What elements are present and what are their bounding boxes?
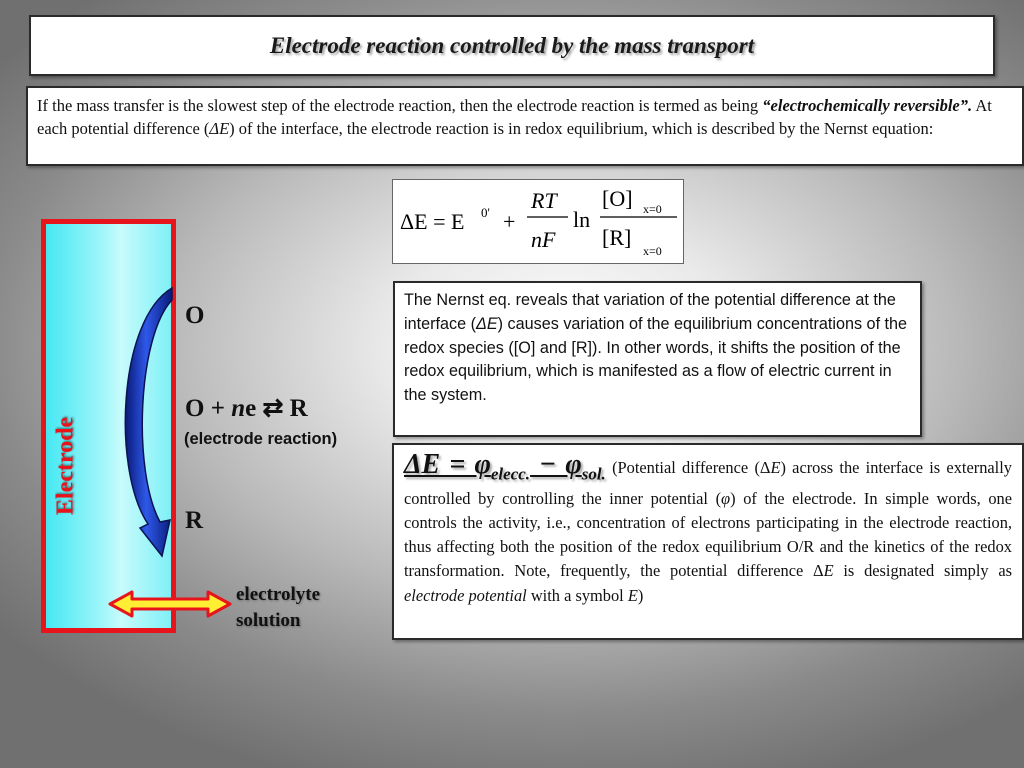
electrolyte-line-1: electrolyte [236,584,321,605]
intro-text-3: ) of the interface, the electrode reacti… [229,119,934,138]
reaction-caption: (electrode reaction) [184,430,338,448]
curved-arrow-icon [124,286,173,558]
phi-text-4: is designated simply as [833,561,1012,581]
phi-text-3: ) of the electrode. In simple words, one… [404,488,1012,581]
eq-conc-bottom: [R] [602,225,631,250]
title-box: Electrode reaction controlled by the mas… [29,15,995,76]
phi-symbol: φ [721,488,731,508]
nernst-delta-e: ΔE [475,314,498,333]
eq-superscript: 0' [481,205,490,220]
species-r-label: R [185,507,204,534]
nernst-explanation-box: The Nernst eq. reveals that variation of… [393,281,922,437]
phi-text-1: (Potential difference (Δ [605,458,771,477]
nernst-equation-box: ΔE = E 0' + RT nF ln [O] x=0 [R] x=0 [392,179,684,264]
electrolyte-label: electrolyte solution [236,582,356,634]
phi-text-6: ) [637,585,644,605]
phi-eq-minus: − φ [530,449,582,480]
nernst-text-2: ) causes variation of the equilibrium co… [404,314,908,405]
phi-e-1: E [770,458,781,477]
nernst-equation: ΔE = E 0' + RT nF ln [O] x=0 [R] x=0 [400,186,677,258]
phi-eq-lhs: ΔE = φ [404,449,491,480]
reaction-o: O + [185,395,232,422]
eq-lhs: ΔE = E [400,209,464,234]
phi-text-5: with a symbol [526,585,628,605]
reaction-rest: e ⇄ R [245,395,308,422]
eq-sub-top: x=0 [643,202,662,216]
intro-text-1: If the mass transfer is the slowest step… [37,96,763,115]
intro-text-box: If the mass transfer is the slowest step… [26,86,1024,166]
eq-denominator: nF [531,227,556,252]
phi-eq-sub1: elecc. [490,464,531,484]
phi-e-3: E [627,585,638,605]
eq-conc-top: [O] [602,186,633,211]
intro-delta-e: ΔE [209,119,230,138]
eq-plus: + [503,209,515,234]
electrolyte-line-2: solution [236,610,301,631]
slide-title: Electrode reaction controlled by the mas… [269,32,755,58]
reaction-label: O + ne ⇄ R [185,393,308,423]
eq-ln: ln [573,207,590,232]
nernst-text-1: The Nernst eq. reveals that variation of… [404,291,896,333]
double-arrow-icon [108,590,232,618]
potential-equation: ΔE = φelecc. − φsol. [404,449,606,484]
intro-emphasis: “electrochemically reversible”. [762,96,973,115]
phi-eq-sub2: sol. [581,464,606,484]
eq-numerator: RT [530,188,558,213]
eq-sub-bottom: x=0 [643,244,662,258]
intro-text-2: At each potential difference ( [37,96,992,138]
phi-text-2: ) across the interface is externally con… [404,458,1012,508]
species-o-label: O [185,302,205,329]
phi-e-2: E [823,561,834,581]
electrode-block [41,219,176,633]
phi-electrode-potential: electrode potential [404,585,527,605]
reaction-n: n [231,395,246,422]
potential-definition-box: ΔE = φelecc. − φsol. (Potential differen… [392,443,1024,640]
